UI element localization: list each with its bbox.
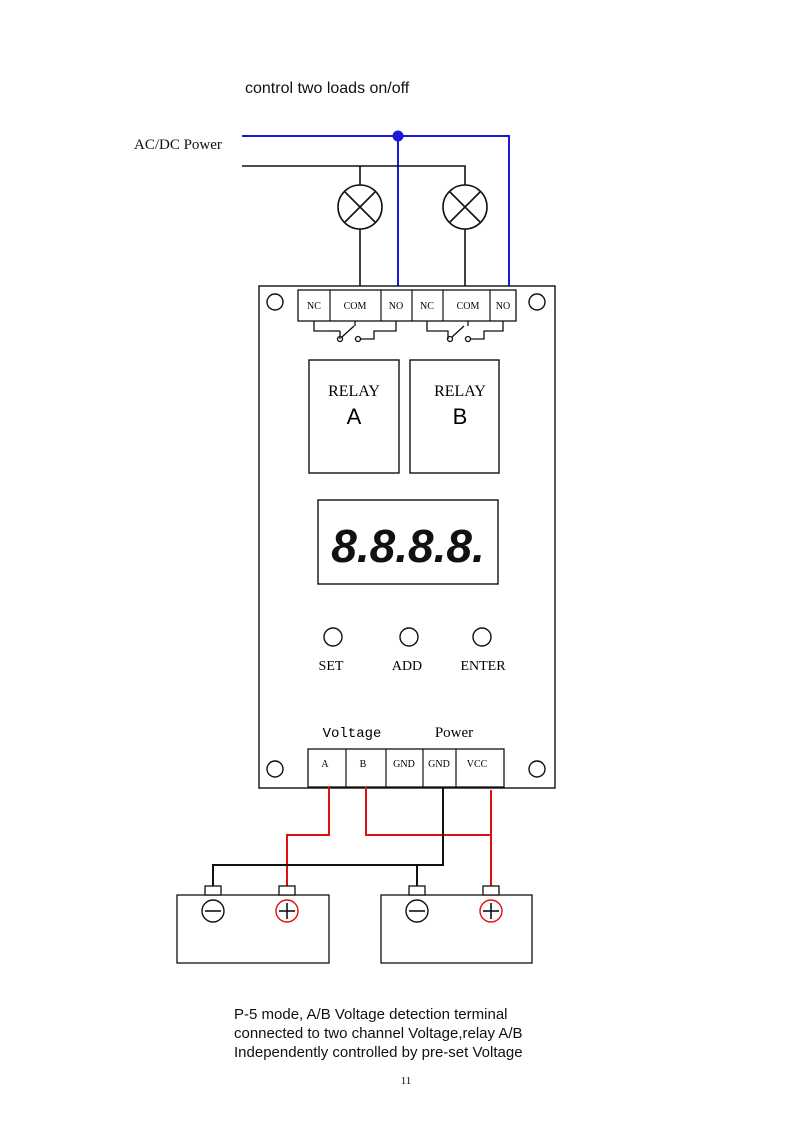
- lamp-icon: [337, 184, 383, 230]
- mounting-hole-icon: [266, 293, 284, 311]
- relay-a: RELAY A: [308, 359, 400, 474]
- battery-right: [380, 885, 533, 964]
- terminal-label-com: COM: [457, 301, 480, 312]
- terminal-label-gnd: GND: [393, 759, 415, 770]
- page-number: 11: [401, 1075, 412, 1087]
- terminal-label-nc: NC: [307, 301, 321, 312]
- add-button[interactable]: ADD: [392, 627, 422, 674]
- display-readout: 8.8.8.8.: [331, 520, 484, 572]
- junction-node: [392, 130, 404, 142]
- relay-b-label: RELAY: [434, 383, 486, 400]
- relay-b: RELAY B: [409, 359, 500, 474]
- relay-a-letter: A: [347, 404, 362, 429]
- terminal-label-vcc: VCC: [467, 759, 488, 770]
- terminal-label-no: NO: [389, 301, 403, 312]
- enter-button[interactable]: ENTER: [460, 627, 506, 674]
- terminal-label-b: B: [360, 759, 367, 770]
- supply-lines: [242, 130, 510, 290]
- caption-line-2: connected to two channel Voltage,relay A…: [234, 1025, 523, 1042]
- voltage-section-label: Voltage: [323, 726, 382, 742]
- battery-left: [176, 885, 330, 964]
- black-supply-line: [242, 165, 466, 185]
- negative-terminal-icon: [201, 899, 225, 923]
- terminal-label-no: NO: [496, 301, 510, 312]
- mounting-hole-icon: [528, 293, 546, 311]
- ac-dc-power-label: AC/DC Power: [134, 137, 222, 153]
- terminal-label-com: COM: [344, 301, 367, 312]
- relay-switch-icon: [313, 321, 397, 343]
- power-section-label: Power: [435, 725, 473, 741]
- terminal-label-nc: NC: [420, 301, 434, 312]
- seven-segment-display: 8.8.8.8.: [317, 499, 499, 585]
- set-button[interactable]: SET: [319, 627, 344, 674]
- terminal-label-a: A: [321, 759, 329, 770]
- terminal-label-gnd: GND: [428, 759, 450, 770]
- caption-line-3: Independently controlled by pre-set Volt…: [234, 1044, 523, 1061]
- set-button-label: SET: [319, 659, 344, 674]
- caption-line-1: P-5 mode, A/B Voltage detection terminal: [234, 1006, 508, 1023]
- relay-a-label: RELAY: [328, 383, 380, 400]
- positive-terminal-icon: [479, 899, 503, 923]
- negative-terminal-icon: [405, 899, 429, 923]
- add-button-label: ADD: [392, 659, 422, 674]
- positive-terminal-icon: [275, 899, 299, 923]
- bottom-terminal-block: A B GND GND VCC: [307, 748, 505, 788]
- relay-switch-icon: [426, 321, 504, 343]
- lamp-icon: [442, 184, 488, 230]
- blue-supply-line: [242, 135, 510, 290]
- enter-button-label: ENTER: [460, 659, 506, 674]
- mounting-hole-icon: [266, 760, 284, 778]
- relay-terminal-block: NC COM NO NC COM NO: [297, 289, 517, 322]
- relay-b-letter: B: [453, 404, 468, 429]
- battery-wiring: [212, 787, 492, 888]
- diagram-title: control two loads on/off: [245, 80, 410, 97]
- mounting-hole-icon: [528, 760, 546, 778]
